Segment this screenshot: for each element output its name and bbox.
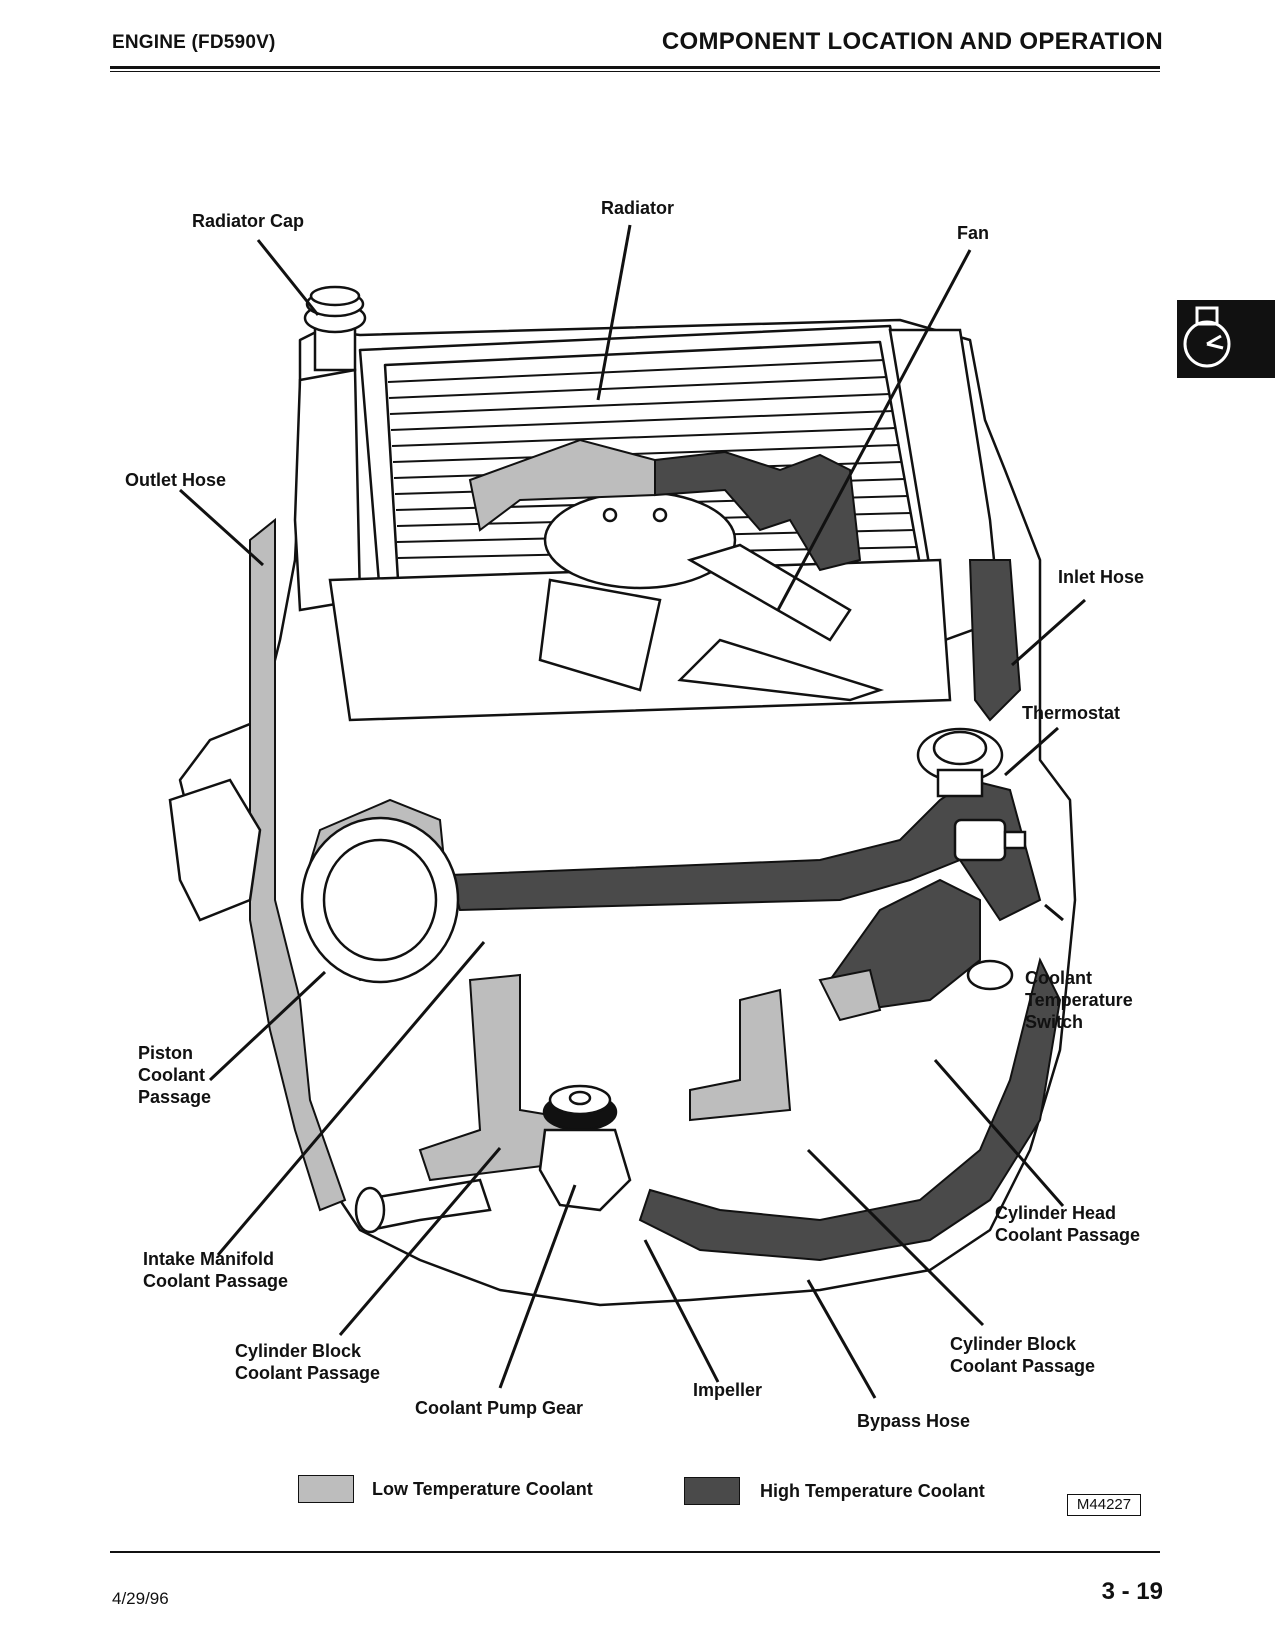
page-header-title: COMPONENT LOCATION AND OPERATION xyxy=(661,28,1163,55)
label-piston-coolant-passage: Piston Coolant Passage xyxy=(138,1043,212,1107)
legend-swatch-low xyxy=(298,1475,354,1503)
footer-rule xyxy=(110,1551,1160,1553)
label-intake-manifold-coolant-passage: Intake Manifold Coolant Passage xyxy=(143,1249,289,1291)
label-outlet-hose: Outlet Hose xyxy=(125,470,227,490)
figure-id: M44227 xyxy=(1067,1494,1141,1516)
label-bypass-hose: Bypass Hose xyxy=(857,1411,971,1431)
legend-label-low: Low Temperature Coolant xyxy=(372,1479,593,1499)
section-tab xyxy=(1177,300,1275,378)
thermostat-shape xyxy=(916,727,1004,798)
label-inlet-hose: Inlet Hose xyxy=(1058,567,1145,587)
label-fan: Fan xyxy=(957,223,990,243)
label-coolant-temperature-switch: Coolant Temperature Switch xyxy=(1025,968,1133,1032)
label-radiator-cap: Radiator Cap xyxy=(192,211,305,231)
radiator-left-tank xyxy=(293,368,362,612)
legend-swatch-high xyxy=(684,1477,740,1505)
label-radiator: Radiator xyxy=(601,198,675,218)
header-rule-thin xyxy=(110,71,1160,72)
label-cylinder-block-coolant-passage-left: Cylinder Block Coolant Passage xyxy=(235,1341,381,1383)
label-cylinder-head-coolant-passage: Cylinder Head Coolant Passage xyxy=(995,1203,1141,1245)
label-cylinder-block-coolant-passage-right: Cylinder Block Coolant Passage xyxy=(950,1334,1096,1376)
fan-shape xyxy=(538,490,885,702)
header-rule xyxy=(110,66,1160,69)
leader-lines xyxy=(178,224,1086,1399)
footer-date: 4/29/96 xyxy=(112,1589,169,1608)
page-header-section: ENGINE (FD590V) xyxy=(112,32,276,53)
label-coolant-pump-gear: Coolant Pump Gear xyxy=(415,1398,584,1418)
left-hose-fitting xyxy=(168,778,262,922)
label-impeller: Impeller xyxy=(693,1380,763,1400)
label-thermostat: Thermostat xyxy=(1022,703,1121,723)
legend-label-high: High Temperature Coolant xyxy=(760,1481,985,1501)
intake-ring-inner xyxy=(322,838,438,962)
page-number: 3 - 19 xyxy=(1101,1578,1163,1605)
radiator-cap-shape xyxy=(303,285,367,372)
coolant-pump-gear-shape xyxy=(538,1084,632,1212)
temperature-switch-shape xyxy=(953,818,1027,991)
engine-tab-icon xyxy=(1183,306,1231,368)
